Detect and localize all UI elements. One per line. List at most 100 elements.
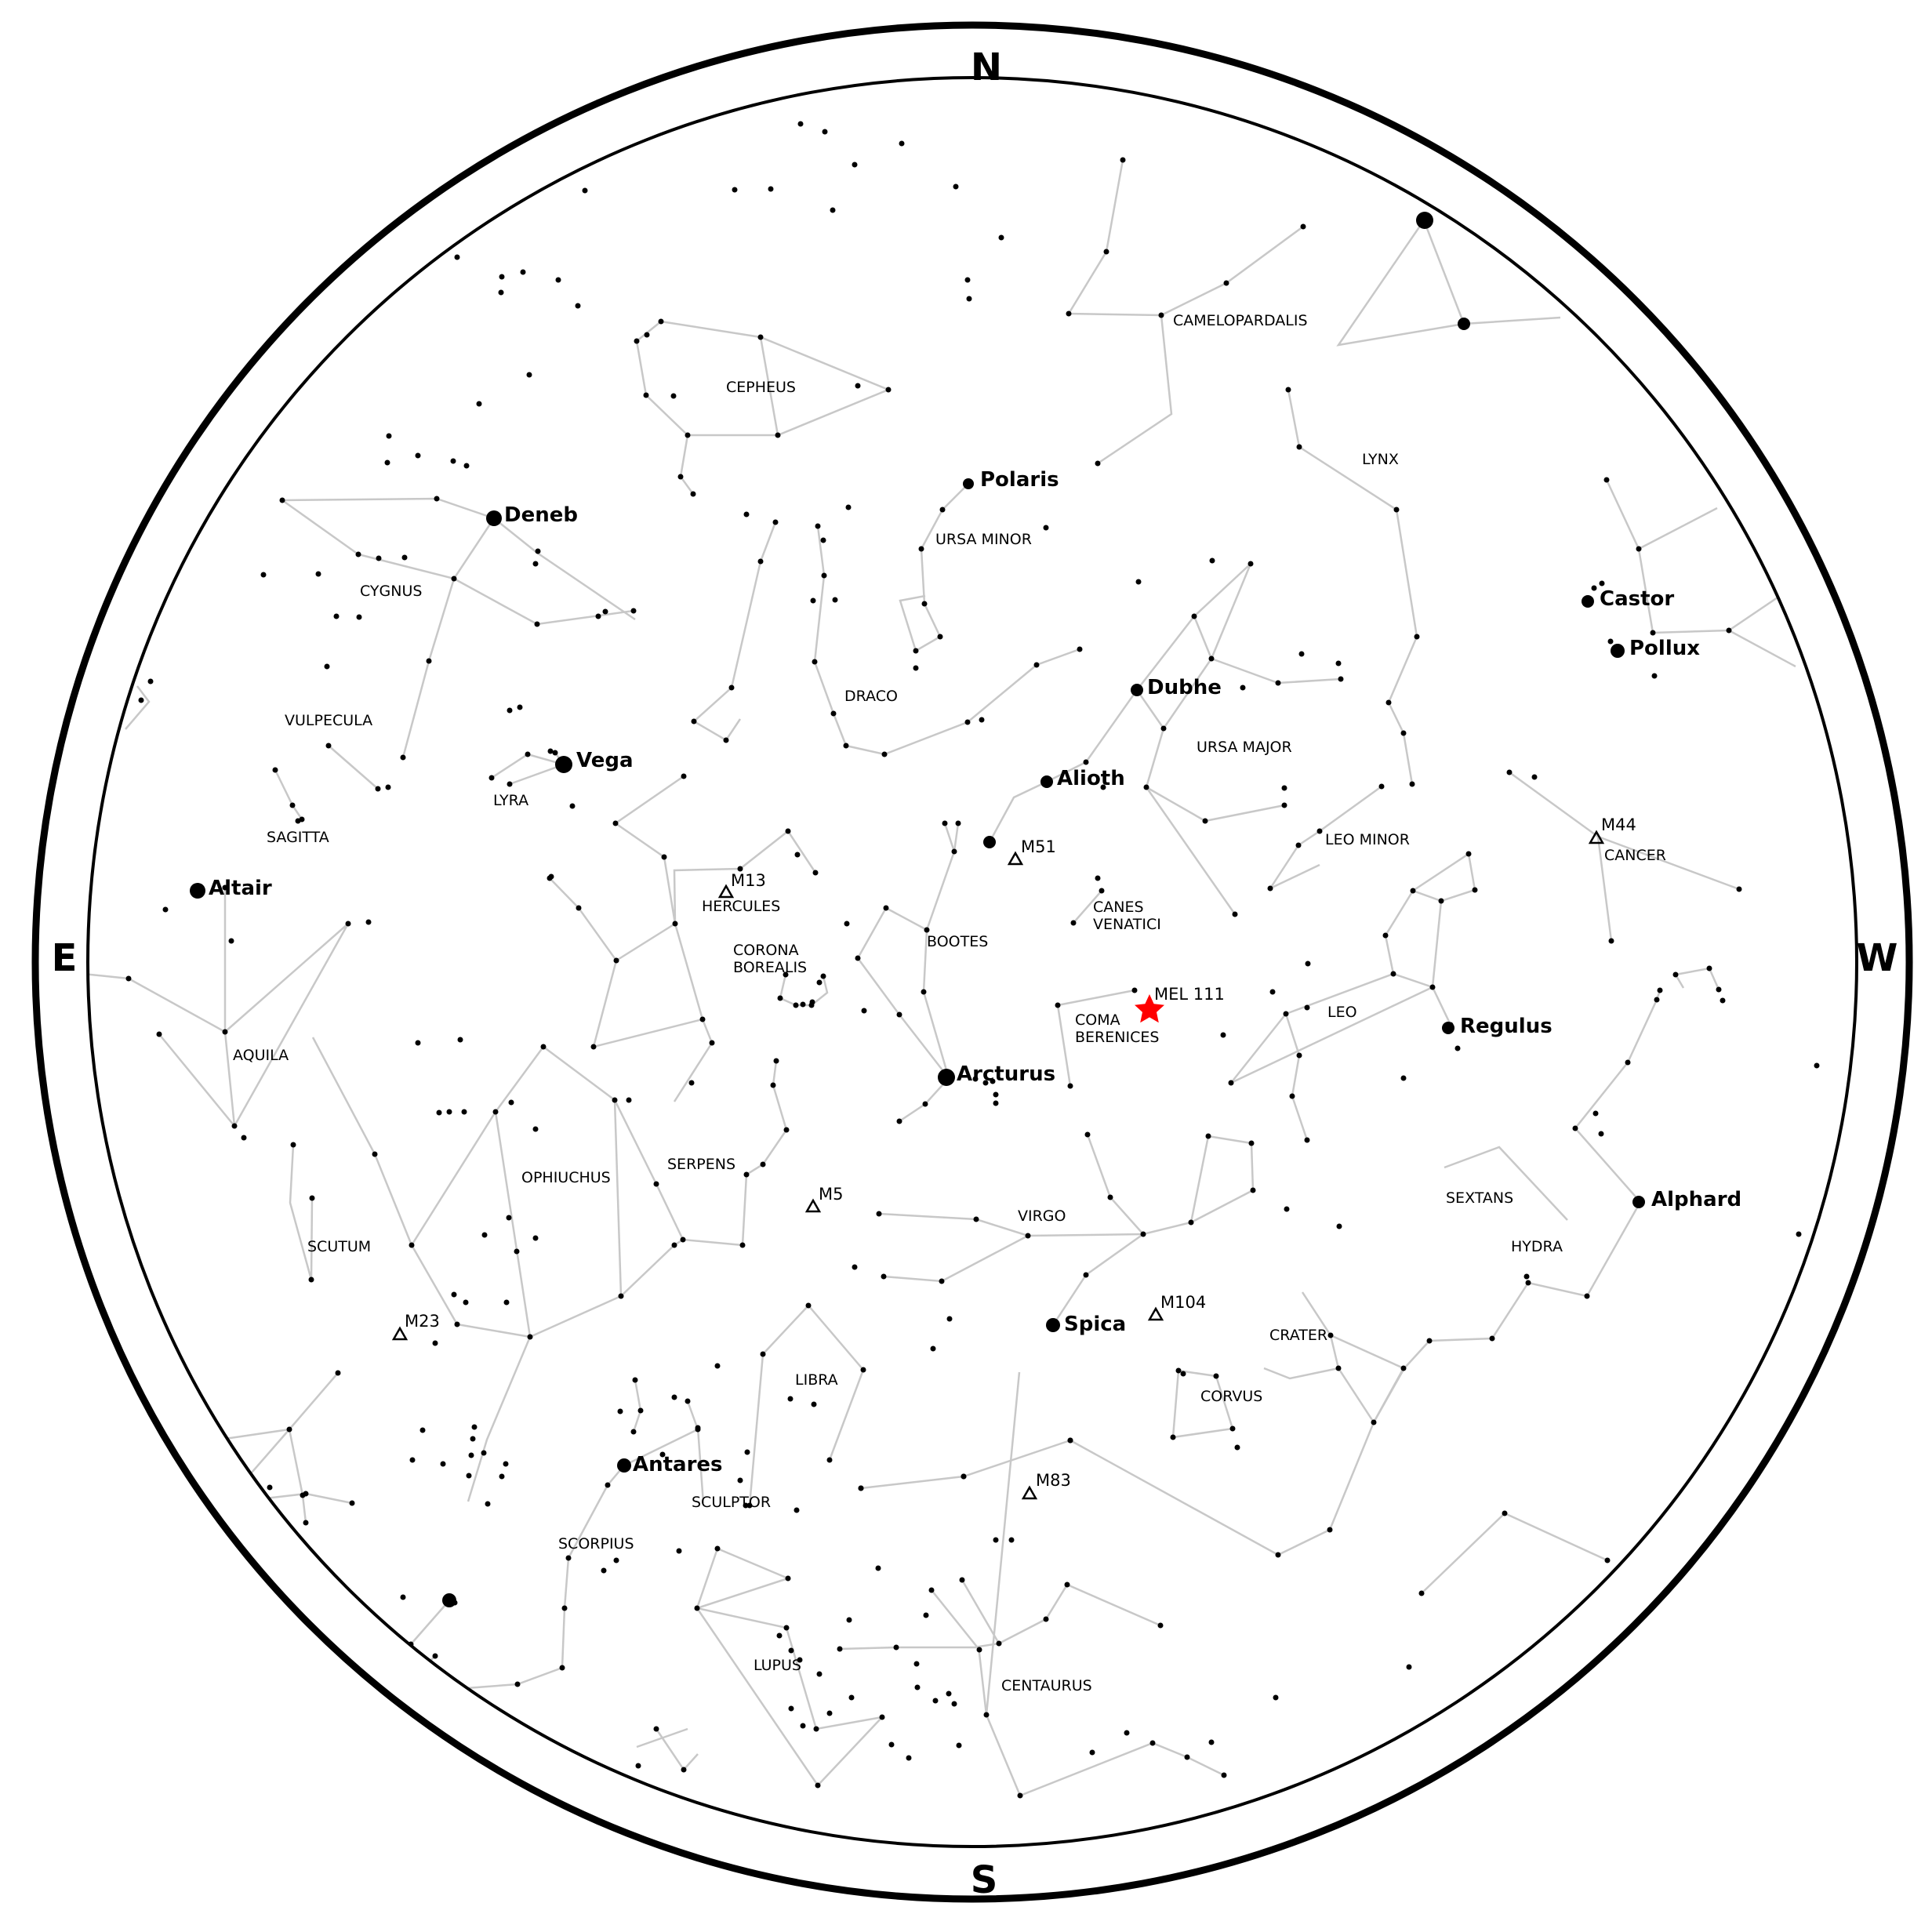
constellation-line xyxy=(839,1646,897,1651)
star xyxy=(1228,1080,1234,1086)
star xyxy=(463,1299,469,1306)
star xyxy=(906,1755,912,1761)
star-label-vega: Vega xyxy=(576,749,634,772)
constellation-label-sculptor: SCULPTOR xyxy=(692,1494,771,1511)
star xyxy=(1273,1694,1279,1701)
star xyxy=(830,710,837,717)
star xyxy=(1170,1434,1176,1440)
star xyxy=(1084,1131,1091,1138)
bright-star xyxy=(1046,1318,1060,1332)
star xyxy=(797,1657,803,1663)
star xyxy=(695,1425,701,1431)
constellation-line xyxy=(1145,786,1237,915)
constellation-line xyxy=(1084,689,1138,763)
constellation-line xyxy=(410,1599,451,1645)
star xyxy=(488,775,495,781)
constellation-line xyxy=(224,1372,339,1504)
star xyxy=(461,1109,467,1115)
constellation-line xyxy=(467,1111,532,1502)
star xyxy=(777,995,783,1001)
star xyxy=(415,1040,421,1046)
star xyxy=(946,1316,953,1322)
star xyxy=(1220,1032,1226,1038)
star xyxy=(1208,1739,1215,1745)
star xyxy=(939,507,946,513)
star xyxy=(1316,828,1323,834)
star xyxy=(1523,1273,1530,1280)
star xyxy=(1017,1792,1023,1799)
constellation-label-lynx: LYNX xyxy=(1362,451,1399,468)
star xyxy=(932,1698,939,1704)
star xyxy=(1083,759,1089,765)
constellation-line xyxy=(856,907,950,1123)
bright-star xyxy=(1040,775,1053,788)
constellation-line xyxy=(1135,563,1252,731)
constellation-line xyxy=(931,1589,980,1651)
star-label-arcturus: Arcturus xyxy=(957,1062,1055,1086)
star xyxy=(279,497,285,503)
star xyxy=(732,187,738,193)
star xyxy=(540,1044,547,1050)
star xyxy=(498,289,504,296)
star xyxy=(913,648,919,654)
star xyxy=(1188,1219,1194,1226)
star xyxy=(899,140,905,147)
star xyxy=(1135,579,1142,585)
constellation-line xyxy=(224,1492,353,1505)
star xyxy=(883,905,889,911)
star xyxy=(681,773,687,779)
constellation-label-lyra: LYRA xyxy=(493,792,528,809)
star xyxy=(1814,1062,1820,1069)
star xyxy=(1390,971,1396,977)
star xyxy=(1213,1373,1219,1379)
direction-west: W xyxy=(1857,936,1898,980)
star xyxy=(1043,525,1049,531)
star xyxy=(290,1142,296,1148)
star xyxy=(1604,1557,1611,1563)
star xyxy=(559,1665,565,1671)
star xyxy=(913,1661,920,1667)
constellation-line xyxy=(1097,314,1173,465)
star xyxy=(961,1473,967,1480)
star xyxy=(635,1763,641,1769)
star xyxy=(576,905,582,911)
star xyxy=(993,1537,999,1543)
constellation-line xyxy=(953,823,960,852)
constellation-line xyxy=(1230,986,1433,1084)
star xyxy=(1336,1223,1342,1229)
highlight-label: MEL 111 xyxy=(1154,985,1225,1004)
star xyxy=(231,1123,238,1129)
constellation-line xyxy=(1509,771,1613,942)
constellation-line xyxy=(328,745,379,790)
star xyxy=(953,183,959,190)
star xyxy=(1066,310,1072,317)
star xyxy=(590,1044,597,1050)
star xyxy=(595,613,601,619)
star xyxy=(848,1694,855,1701)
bright-star xyxy=(938,1069,955,1086)
constellation-line xyxy=(224,923,349,1033)
star xyxy=(1223,280,1229,286)
star xyxy=(432,1653,438,1659)
star xyxy=(1599,580,1605,586)
star xyxy=(821,572,827,579)
star xyxy=(757,334,764,340)
constellation-line xyxy=(543,1045,685,1240)
star xyxy=(930,1346,936,1352)
star xyxy=(661,854,667,860)
star xyxy=(810,597,816,604)
bright-star xyxy=(190,883,205,899)
constellation-line xyxy=(549,877,676,962)
star xyxy=(309,1195,315,1201)
star xyxy=(534,621,540,627)
star xyxy=(1572,1125,1578,1131)
star xyxy=(976,1647,982,1653)
star xyxy=(525,751,531,757)
star xyxy=(800,1723,806,1729)
star xyxy=(147,678,154,685)
star xyxy=(1591,585,1597,591)
star xyxy=(1651,673,1658,679)
star xyxy=(1592,1110,1599,1117)
star xyxy=(372,1151,378,1157)
star xyxy=(618,1293,624,1299)
